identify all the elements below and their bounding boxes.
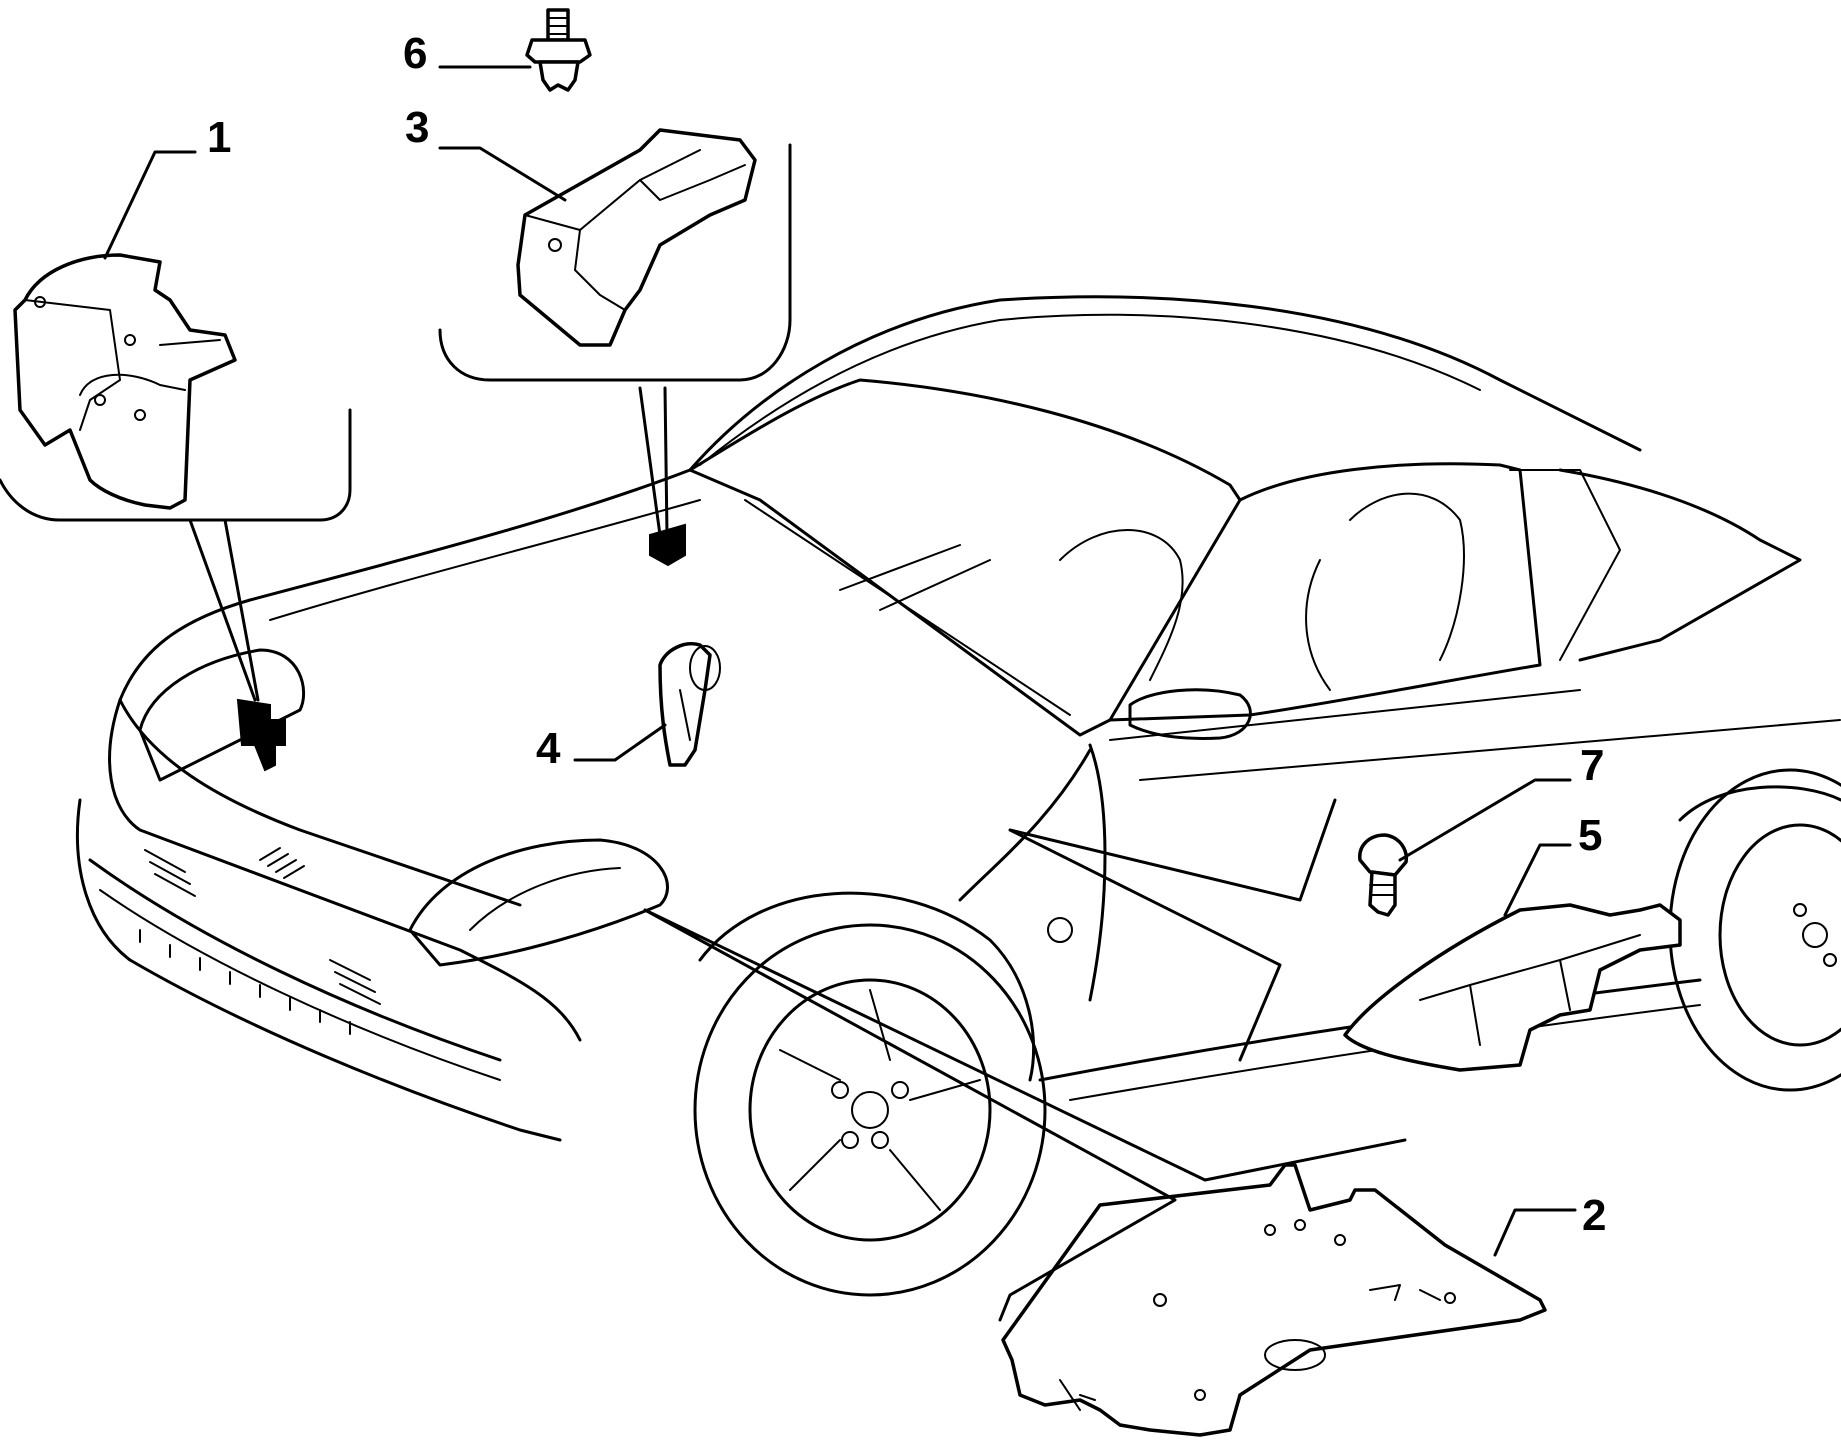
part-4-cover [658,642,721,767]
part-6-screw [525,8,592,92]
callout-4: 4 [536,724,561,773]
part-5-leader [1503,843,1572,917]
callout-6: 6 [403,29,427,78]
front-wheel [693,891,1047,1297]
rear-wheel [1668,768,1841,1092]
part-3-leader [438,146,669,537]
part-3-mount [649,523,686,567]
part-5-to-car-leaders [1008,798,1337,1062]
part-3-shield [516,128,757,347]
callout-2: 2 [1582,1191,1606,1240]
part-3-bracket [438,143,792,382]
part-7-plug [1358,833,1409,917]
part-5-trim [1343,903,1682,1072]
car-body [76,295,1841,1142]
part-1-cover [13,253,237,510]
callout-5: 5 [1578,811,1602,860]
part-4-leader [573,723,667,762]
part-2-panel [1001,1163,1547,1437]
callout-7: 7 [1580,741,1604,790]
part-1-mount [236,698,286,772]
part-7-leader [1398,778,1572,862]
callout-3: 3 [405,103,429,152]
part-2-to-car-leaders [643,908,1407,1322]
callout-1: 1 [207,113,231,162]
part-2-leader [1493,1208,1577,1257]
part-1-leader [103,150,260,702]
